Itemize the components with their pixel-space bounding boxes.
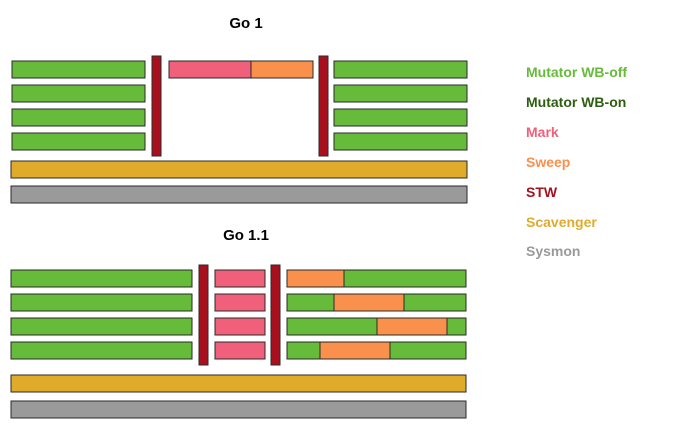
section-go1-1: Go 1.1	[10, 227, 467, 419]
go1-left-mutator-row	[11, 132, 146, 151]
go11-right-mutator-segment	[389, 341, 467, 360]
go1-left-mutator-row	[11, 60, 146, 79]
go11-right-mutator-segment	[446, 317, 467, 336]
go11-sysmon-row	[10, 400, 467, 419]
go1-left-mutator-row	[11, 84, 146, 103]
go1-stw-bar-start	[151, 55, 162, 157]
go1-right-mutator-row	[333, 84, 468, 103]
legend-item-stw: STW	[526, 184, 558, 200]
go11-right-mutator-segment	[343, 269, 467, 288]
go1-left-mutator-row	[11, 108, 146, 127]
go11-right-sweep-segment	[376, 317, 448, 336]
go11-stw-bar-end	[270, 264, 281, 366]
go1-right-mutator-row	[333, 60, 468, 79]
go11-right-sweep-segment	[333, 293, 405, 312]
go1-sysmon-row	[10, 185, 468, 204]
go1-mark-segment	[168, 60, 252, 79]
legend: Mutator WB-off Mutator WB-on Mark Sweep …	[526, 64, 627, 259]
section-title-go1: Go 1	[229, 15, 262, 32]
go11-right-mutator-segment	[286, 341, 321, 360]
legend-item-mutator-wb-on: Mutator WB-on	[526, 94, 626, 110]
go11-right-mutator-segment	[403, 293, 467, 312]
go1-right-mutator-row	[333, 132, 468, 151]
go11-left-mutator-row	[10, 317, 193, 336]
section-go1: Go 1	[10, 15, 468, 204]
go11-mark-segment	[214, 269, 266, 288]
go11-stw-bar-start	[198, 264, 209, 366]
go1-scavenger-row	[10, 160, 468, 179]
go11-mark-segment	[214, 341, 266, 360]
go11-left-mutator-row	[10, 269, 193, 288]
section-title-go1-1: Go 1.1	[223, 227, 269, 244]
legend-item-mark: Mark	[526, 124, 559, 140]
go11-left-mutator-row	[10, 341, 193, 360]
go1-right-mutator-row	[333, 108, 468, 127]
legend-item-sweep: Sweep	[526, 154, 570, 170]
go11-right-mutator-segment	[286, 317, 378, 336]
go11-right-sweep-segment	[286, 269, 345, 288]
go1-stw-bar-end	[318, 55, 329, 157]
go11-mark-segment	[214, 317, 266, 336]
legend-item-scavenger: Scavenger	[526, 214, 597, 230]
go11-scavenger-row	[10, 374, 467, 393]
go11-mark-segment	[214, 293, 266, 312]
go11-right-sweep-segment	[319, 341, 391, 360]
legend-item-sysmon: Sysmon	[526, 243, 580, 259]
go11-right-mutator-segment	[286, 293, 335, 312]
legend-item-mutator-wb-off: Mutator WB-off	[526, 64, 627, 80]
go1-sweep-segment	[250, 60, 314, 79]
go11-left-mutator-row	[10, 293, 193, 312]
